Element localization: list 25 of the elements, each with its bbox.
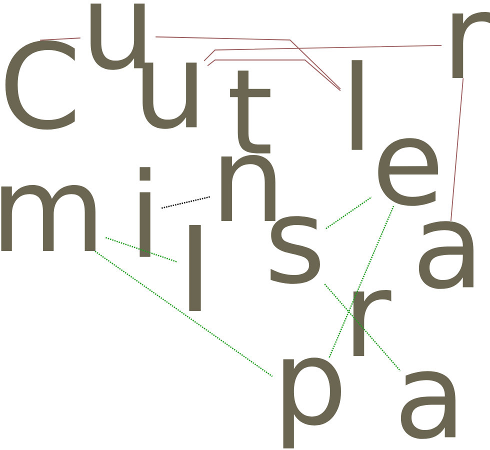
connector-line [207,60,341,92]
letter: r [353,290,392,356]
letter: i [140,167,150,257]
connector-line [161,196,211,209]
letter: m [1,184,96,252]
connector-line [328,206,394,358]
letter: r [452,12,490,78]
connector-line [326,196,372,230]
connector-line [324,284,401,372]
connector-line [450,78,464,222]
letter: a [400,371,456,439]
letter: u [90,2,145,70]
connector-line [155,36,341,90]
letter: l [352,60,362,150]
letter: e [378,138,438,206]
letter: I [189,224,201,311]
connector-line [204,45,442,62]
connector-line [94,250,273,377]
connector-line [105,236,178,263]
letter: u [142,61,197,129]
connector-line [40,38,81,41]
letter: t [230,70,270,154]
letter: a [418,221,474,289]
letter: C [5,40,75,130]
letter: p [283,358,341,448]
